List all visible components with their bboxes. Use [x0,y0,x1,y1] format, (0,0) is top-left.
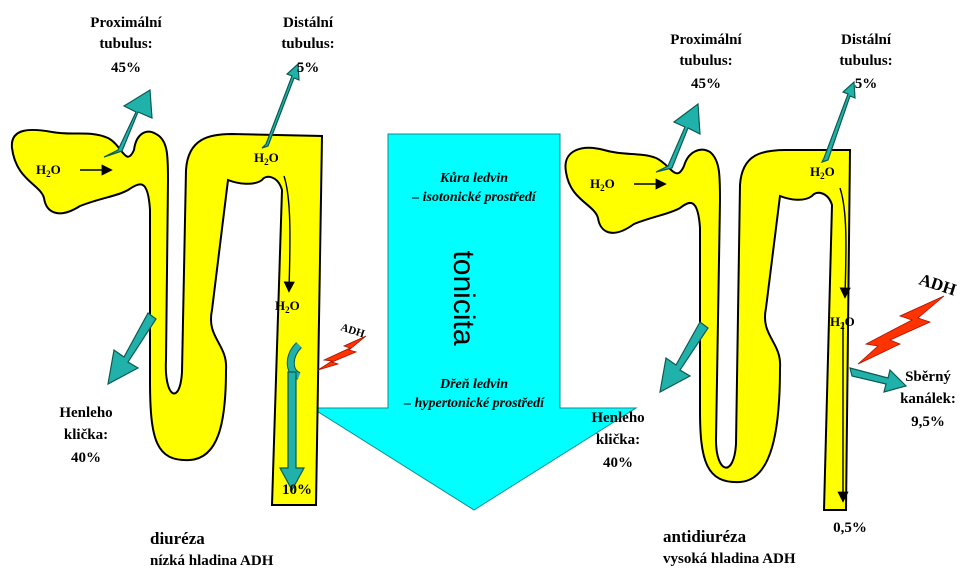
right-adh-bolt-icon [858,296,944,364]
right-collecting-label-2: kanálek: [900,391,956,407]
left-nephron-tubule [12,130,322,505]
left-henle-label-3: 40% [71,450,101,466]
right-henle-label-3: 40% [603,455,633,471]
right-distal-label-1: Distální [841,32,892,48]
right-adh-label: ADH [917,270,959,300]
tonicity-label: tonicita [447,250,480,345]
left-distal-label-1: Distální [283,15,334,31]
left-title: diuréza [150,529,205,548]
medulla-label-2: – hypertonické prostředí [403,396,545,411]
right-collecting-label-3: 9,5% [911,414,945,430]
left-adh-bolt-icon [318,336,366,370]
medulla-label-1: Dřeň ledvin [439,377,508,392]
left-adh-label: ADH [339,321,366,340]
left-proximal-label-1: Proximální [90,15,162,31]
left-henle-label-2: klička: [64,427,108,443]
right-distal-label-2: tubulus: [839,53,892,69]
right-proximal-label-1: Proximální [670,32,742,48]
left-henle-label-1: Henleho [59,405,112,421]
right-collecting-label-1: Sběrný [905,369,951,385]
cortex-label-1: Kůra ledvin [439,171,508,186]
left-proximal-label-3: 45% [111,60,141,76]
left-output-label: 10% [282,482,312,498]
left-henle-water-arrow [108,313,156,384]
left-proximal-label-2: tubulus: [99,36,152,52]
right-distal-label-3: 5% [855,76,878,92]
left-distal-label-3: 5% [297,60,320,76]
right-proximal-label-2: tubulus: [679,53,732,69]
right-collecting-water-arrow [850,368,906,392]
right-title: antidiuréza [663,527,747,546]
cortex-label-2: – isotonické prostředí [411,190,537,205]
left-distal-label-2: tubulus: [281,36,334,52]
right-proximal-label-3: 45% [691,76,721,92]
right-subtitle: vysoká hladina ADH [663,551,796,567]
left-subtitle: nízká hladina ADH [150,553,274,569]
right-henle-label-1: Henleho [591,410,644,426]
right-henle-label-2: klička: [596,432,640,448]
right-output-label: 0,5% [833,520,867,536]
